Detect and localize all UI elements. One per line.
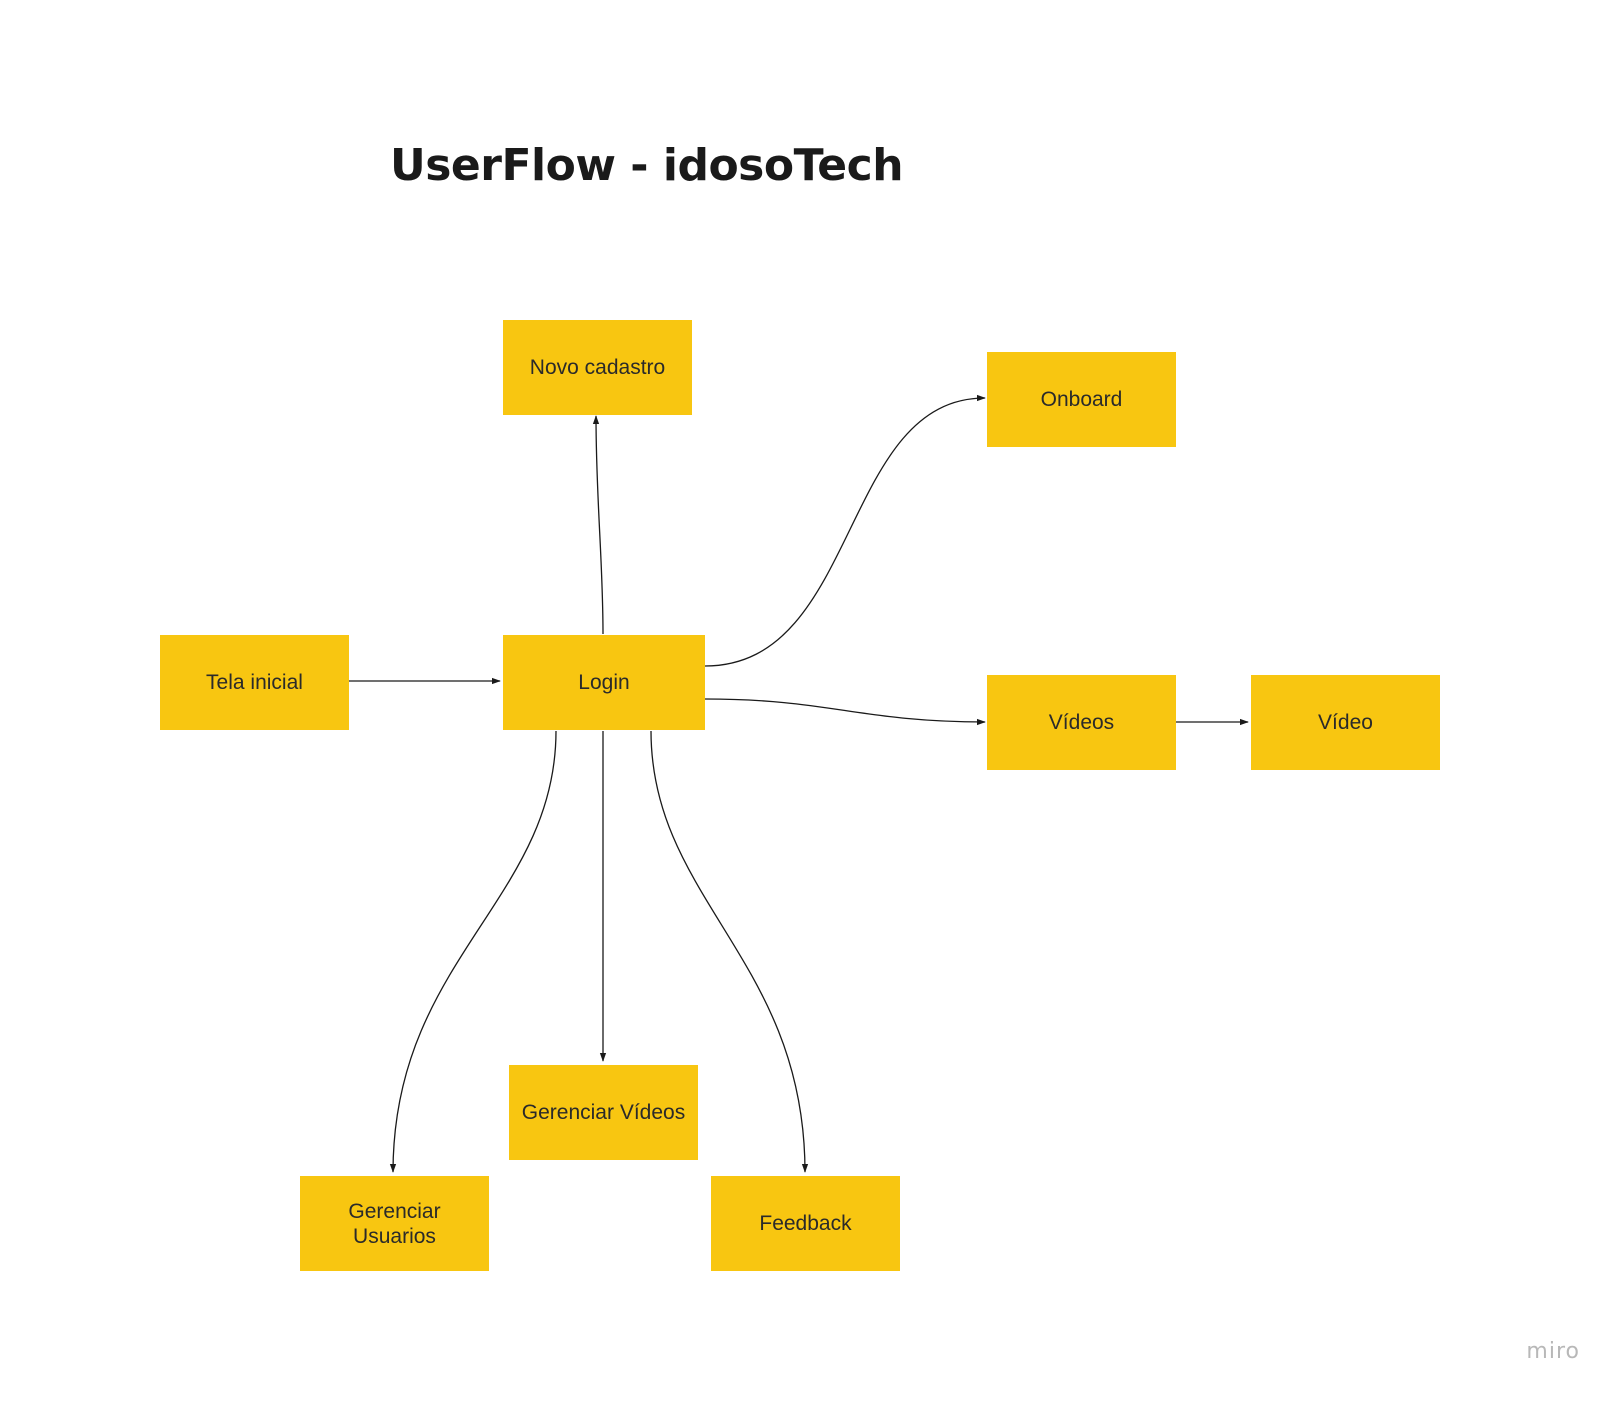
node-novo-cadastro[interactable]: Novo cadastro [503, 320, 692, 415]
node-videos[interactable]: Vídeos [987, 675, 1176, 770]
edge-login-to-feedback[interactable] [650, 730, 809, 1173]
edge-login-to-novo-cadastro[interactable] [592, 415, 604, 635]
edge-login-to-gerenciar-usuarios[interactable] [389, 730, 557, 1173]
node-gerenciar-videos[interactable]: Gerenciar Vídeos [509, 1065, 698, 1160]
node-login[interactable]: Login [503, 635, 705, 730]
edge-login-to-onboard[interactable] [704, 394, 986, 667]
node-feedback[interactable]: Feedback [711, 1176, 900, 1271]
miro-watermark: miro [1526, 1339, 1580, 1364]
diagram-title: UserFlow - idosoTech [390, 140, 904, 191]
edge-login-to-videos[interactable] [704, 698, 986, 726]
node-video[interactable]: Vídeo [1251, 675, 1440, 770]
node-onboard[interactable]: Onboard [987, 352, 1176, 447]
node-tela-inicial[interactable]: Tela inicial [160, 635, 349, 730]
node-gerenciar-usuarios[interactable]: Gerenciar Usuarios [300, 1176, 489, 1271]
